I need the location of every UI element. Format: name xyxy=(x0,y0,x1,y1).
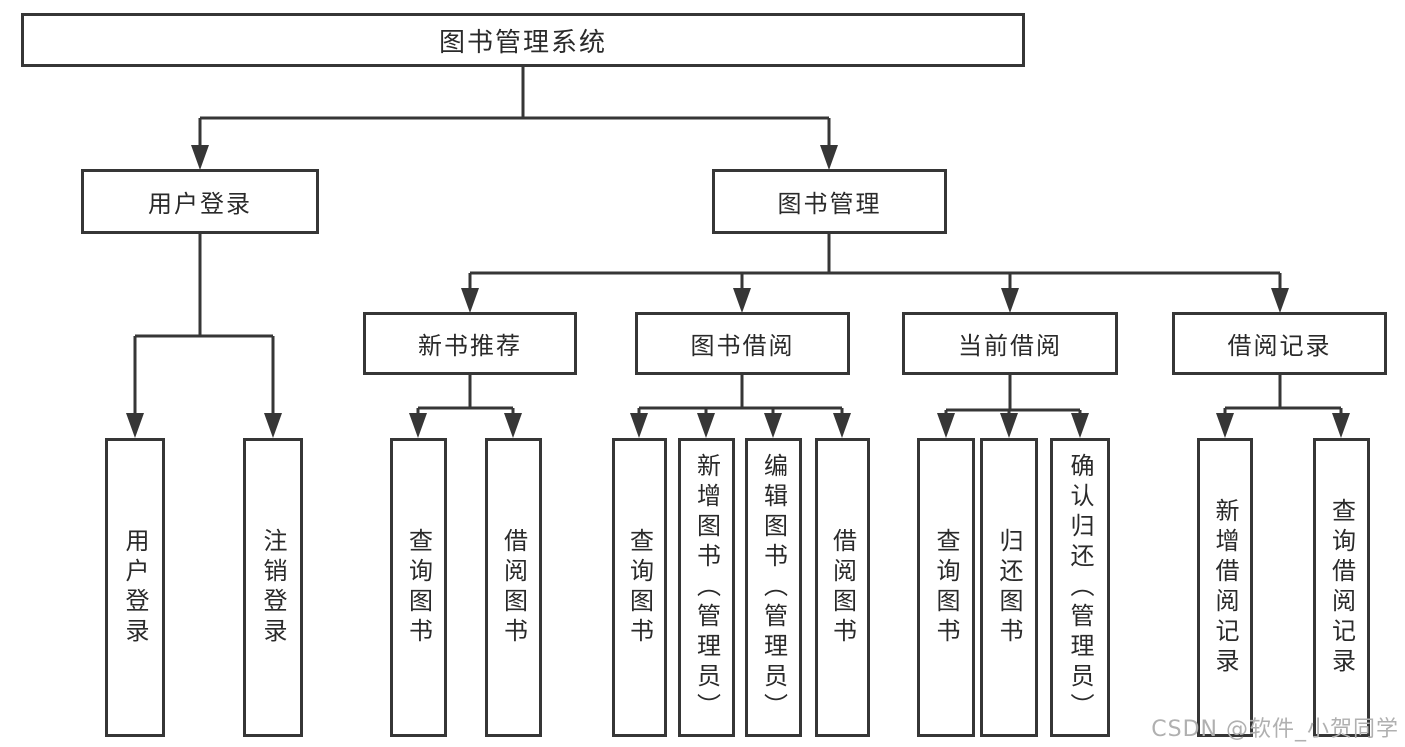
leaf-logout-label: 注销登录 xyxy=(259,527,287,648)
leaf-return-book: 归还图书 xyxy=(980,438,1038,737)
leaf-add-book-admin: 新增图书（管理员） xyxy=(678,438,735,737)
leaf-query-borrow-record: 查询借阅记录 xyxy=(1313,438,1370,737)
leaf-query-books-recommend-label: 查询图书 xyxy=(404,527,433,648)
connector-current-borrow-group xyxy=(944,375,1082,434)
connector-book-borrow-group xyxy=(637,375,844,434)
leaf-query-books-borrow-label: 查询图书 xyxy=(625,527,654,648)
node-borrow-records-label: 借阅记录 xyxy=(1227,332,1332,360)
leaf-edit-book-admin-label: 编辑图书（管理员） xyxy=(759,452,788,723)
leaf-user-login-label: 用户登录 xyxy=(121,527,149,648)
leaf-logout: 注销登录 xyxy=(243,438,303,737)
leaf-add-borrow-record: 新增借阅记录 xyxy=(1197,438,1253,737)
node-current-borrow: 当前借阅 xyxy=(902,312,1118,375)
leaf-add-book-admin-label: 新增图书（管理员） xyxy=(692,452,721,723)
node-book-management-label: 图书管理 xyxy=(777,190,882,218)
node-book-borrow: 图书借阅 xyxy=(635,312,850,375)
leaf-confirm-return-admin-label: 确认归还（管理员） xyxy=(1066,452,1094,723)
connector-book-management-group xyxy=(468,234,1282,309)
node-user-login-label: 用户登录 xyxy=(148,190,252,218)
node-book-borrow-label: 图书借阅 xyxy=(690,332,795,360)
node-new-book-recommend: 新书推荐 xyxy=(363,312,577,375)
leaf-return-book-label: 归还图书 xyxy=(995,527,1023,648)
connector-root xyxy=(198,67,831,166)
leaf-borrow-books: 借阅图书 xyxy=(815,438,870,737)
leaf-add-borrow-record-label: 新增借阅记录 xyxy=(1211,497,1239,678)
node-library-system-label: 图书管理系统 xyxy=(438,27,607,58)
connector-user-login-group xyxy=(133,234,275,434)
node-new-book-recommend-label: 新书推荐 xyxy=(418,332,522,360)
leaf-borrow-books-label: 借阅图书 xyxy=(828,527,857,648)
leaf-borrow-books-recommend: 借阅图书 xyxy=(485,438,542,737)
node-borrow-records: 借阅记录 xyxy=(1172,312,1387,375)
node-library-system: 图书管理系统 xyxy=(21,13,1025,67)
leaf-query-books-borrow: 查询图书 xyxy=(612,438,667,737)
leaf-query-books-current-label: 查询图书 xyxy=(932,527,960,648)
leaf-user-login: 用户登录 xyxy=(105,438,165,737)
leaf-query-books-current: 查询图书 xyxy=(917,438,975,737)
node-book-management: 图书管理 xyxy=(712,169,947,234)
node-user-login: 用户登录 xyxy=(81,169,319,234)
csdn-watermark: CSDN @软件_小贺同学 xyxy=(1151,717,1399,742)
leaf-query-books-recommend: 查询图书 xyxy=(390,438,447,737)
leaf-query-borrow-record-label: 查询借阅记录 xyxy=(1327,497,1356,678)
leaf-borrow-books-recommend-label: 借阅图书 xyxy=(499,527,528,648)
connector-borrow-records-group xyxy=(1223,375,1343,434)
connector-new-book-group xyxy=(416,375,515,434)
leaf-edit-book-admin: 编辑图书（管理员） xyxy=(745,438,802,737)
leaf-confirm-return-admin: 确认归还（管理员） xyxy=(1050,438,1110,737)
node-current-borrow-label: 当前借阅 xyxy=(958,332,1062,360)
